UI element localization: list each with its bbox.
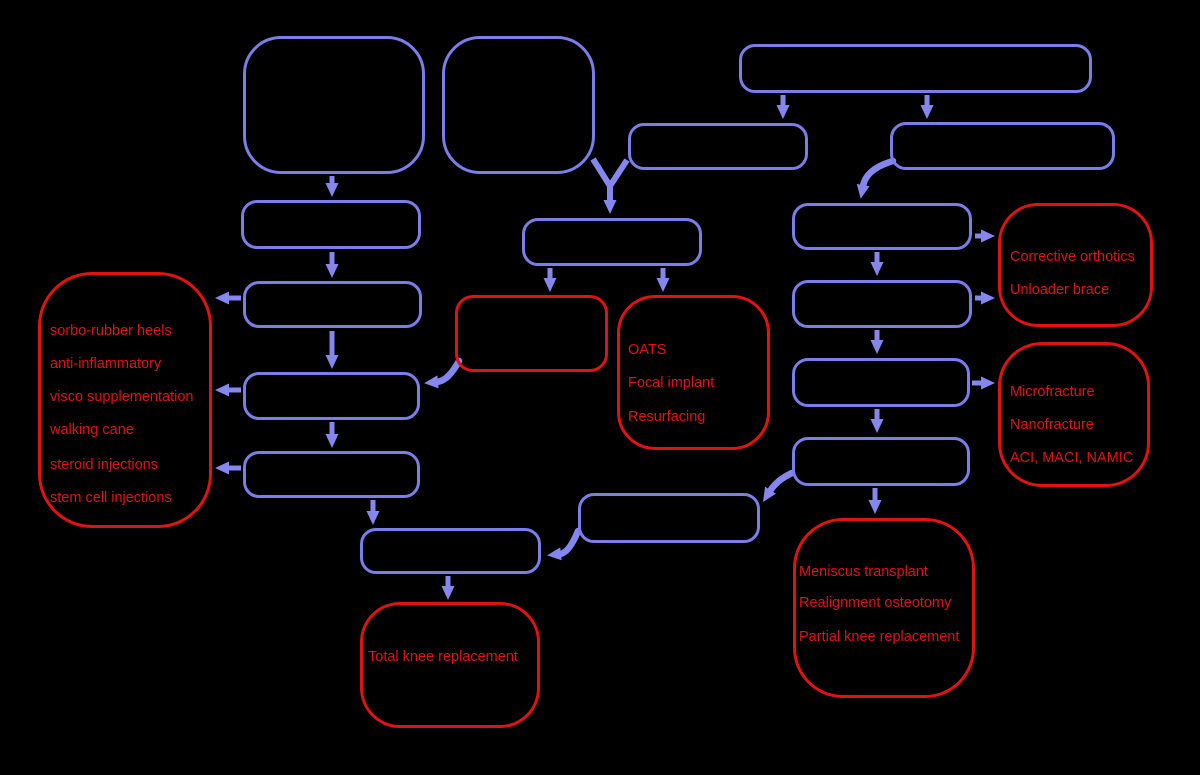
node-cartilage-options [998, 342, 1150, 487]
node-root-3 [739, 44, 1092, 93]
curve-red-empty-to-left-step3 [424, 357, 463, 389]
node-salvage-options [793, 518, 975, 698]
label-meniscus-transplant: Meniscus transplant [799, 564, 928, 580]
node-pre-tkr [360, 528, 541, 574]
label-walking-cane: walking cane [50, 422, 134, 438]
label-visco-supplementation: visco supplementation [50, 389, 194, 405]
node-left-step-2 [243, 281, 422, 328]
label-anti-inflammatory: anti-inflammatory [50, 356, 162, 372]
node-right-step-2 [792, 280, 972, 328]
node-right-step-1 [792, 203, 972, 250]
node-branch-left [628, 123, 808, 170]
node-bracing-options [998, 203, 1153, 327]
node-red-empty [455, 295, 608, 372]
node-center-step [522, 218, 702, 266]
label-sorbo-rubber-heels: sorbo-rubber heels [50, 323, 172, 339]
label-oats: OATS [628, 342, 667, 358]
label-unloader-brace: Unloader brace [1010, 282, 1110, 298]
node-left-step-3 [243, 372, 420, 420]
label-microfracture: Microfracture [1010, 384, 1095, 400]
label-corrective-orthotics: Corrective orthotics [1010, 249, 1135, 265]
node-right-step-3 [792, 358, 970, 407]
node-root-2 [442, 36, 595, 174]
node-root-1 [243, 36, 425, 174]
node-right-step-4 [792, 437, 970, 486]
label-nanofracture: Nanofracture [1010, 417, 1094, 433]
curve-branch-right-to-right-step1 [856, 157, 897, 199]
label-aci-maci-namic: ACI, MACI, NAMIC [1010, 450, 1134, 466]
node-focal-options [617, 295, 770, 450]
node-left-step-1 [241, 200, 421, 249]
label-steroid-injections: steroid injections [50, 457, 158, 473]
label-stem-cell-injections: stem cell injections [50, 490, 172, 506]
curve-right-step4-to-bridge [763, 469, 796, 502]
label-focal-implant: Focal implant [628, 375, 715, 391]
label-total-knee-replacement: Total knee replacement [368, 649, 518, 665]
label-realignment-osteotomy: Realignment osteotomy [799, 595, 952, 611]
node-left-step-4 [243, 451, 420, 498]
node-conservative-options [38, 272, 212, 528]
curve-bridge-to-pre-tkr [547, 527, 582, 561]
node-branch-right [890, 122, 1115, 170]
label-resurfacing: Resurfacing [628, 409, 706, 425]
label-partial-knee-replacement: Partial knee replacement [799, 629, 960, 645]
node-salvage-bridge [578, 493, 760, 543]
node-total-knee [360, 602, 540, 728]
merge-y-branches [590, 157, 630, 189]
